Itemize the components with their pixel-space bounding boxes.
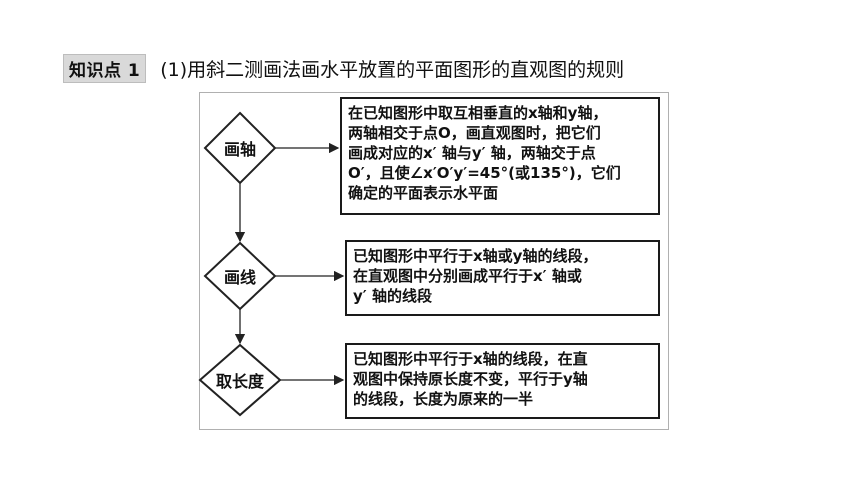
step-3-line: 已知图形中平行于x轴的线段，在直 (353, 350, 588, 368)
diamond-step-3 (198, 343, 282, 417)
step-3-line: 的线段，长度为原来的一半 (353, 390, 534, 408)
knowledge-point-tag: 知识点 1 (63, 53, 147, 83)
step-2-line: 在直观图中分别画成平行于x′ 轴或 (353, 267, 582, 285)
step-2-line: y′ 轴的线段 (353, 287, 432, 305)
step-1-line: 在已知图形中取互相垂直的x轴和y轴， (348, 104, 608, 122)
section-title: (1)用斜二测画法画水平放置的平面图形的直观图的规则 (160, 58, 625, 81)
step-1-line: O′，且使∠x′O′y′=45°(或135°)，它们 (348, 164, 621, 182)
step-3-description: 已知图形中平行于x轴的线段，在直 观图中保持原长度不变，平行于y轴 的线段，长度… (345, 343, 660, 419)
step-1-line: 画成对应的x′ 轴与y′ 轴，两轴交于点 (348, 144, 596, 162)
step-2-description: 已知图形中平行于x轴或y轴的线段， 在直观图中分别画成平行于x′ 轴或 y′ 轴… (345, 240, 660, 316)
step-1-line: 确定的平面表示水平面 (348, 184, 499, 202)
step-1-description: 在已知图形中取互相垂直的x轴和y轴， 两轴相交于点O，画直观图时，把它们 画成对… (340, 97, 660, 215)
step-3-label: 取长度 (215, 372, 265, 391)
step-1-line: 两轴相交于点O，画直观图时，把它们 (348, 124, 601, 142)
step-1-label: 画轴 (223, 140, 257, 159)
section-header: 知识点 1 (1)用斜二测画法画水平放置的平面图形的直观图的规则 (63, 53, 625, 83)
step-2-label: 画线 (223, 268, 257, 287)
step-2-line: 已知图形中平行于x轴或y轴的线段， (353, 247, 598, 265)
step-3-line: 观图中保持原长度不变，平行于y轴 (353, 370, 588, 388)
